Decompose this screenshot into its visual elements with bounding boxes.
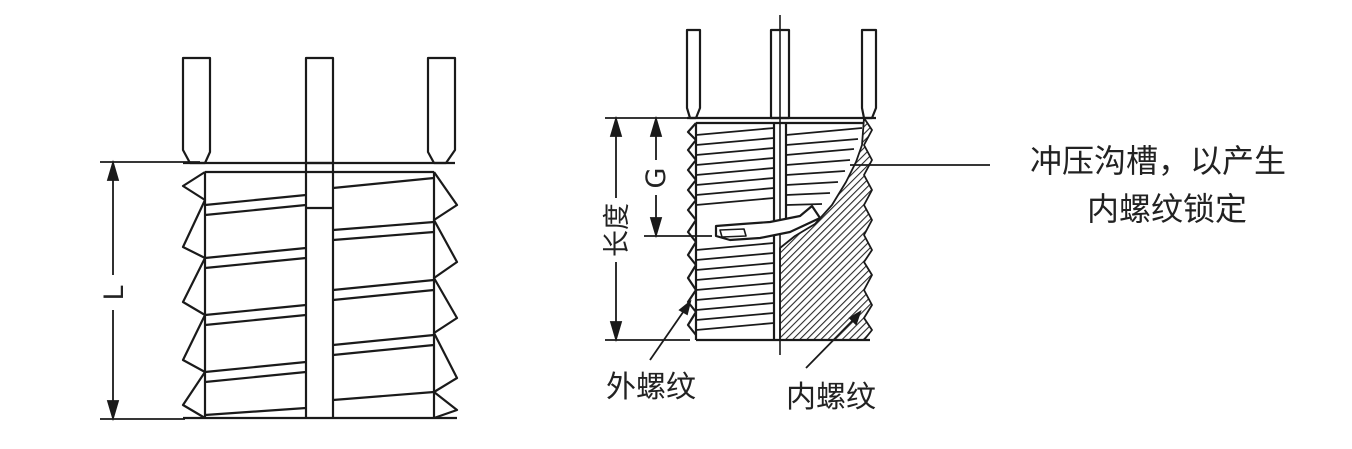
left-insert-figure <box>181 56 459 420</box>
dimension-g <box>644 115 712 239</box>
annotation-line-2: 内螺纹锁定 <box>1087 190 1247 228</box>
right-thread-profile-left <box>686 122 698 336</box>
dimension-l <box>100 159 200 422</box>
internal-thread-label: 内螺纹 <box>786 380 876 415</box>
dimension-length-label: 长度 <box>602 203 633 257</box>
dimension-l-label: L <box>99 285 130 300</box>
left-helix-lines-right <box>332 176 435 402</box>
dimension-length <box>605 115 690 343</box>
left-key-left <box>181 56 212 165</box>
leader-external-thread <box>649 304 689 361</box>
right-key-left <box>685 28 702 120</box>
left-thread-profile-left <box>181 171 207 419</box>
annotation-line-1: 冲压沟槽，以产生 <box>1030 142 1286 180</box>
left-key-right <box>426 56 457 165</box>
punched-groove <box>714 204 822 242</box>
dimension-g-label: G <box>641 168 672 189</box>
left-key-center <box>304 56 335 165</box>
external-thread-label: 外螺纹 <box>606 370 696 405</box>
right-insert-figure <box>685 15 878 355</box>
right-helix-lines <box>695 127 863 331</box>
leader-internal-thread <box>805 314 859 369</box>
internal-thread-section <box>779 117 873 341</box>
leader-lines <box>649 164 990 369</box>
right-key-right <box>860 28 878 120</box>
left-thread-profile-right <box>432 171 459 420</box>
left-helix-lines-left <box>204 193 307 417</box>
